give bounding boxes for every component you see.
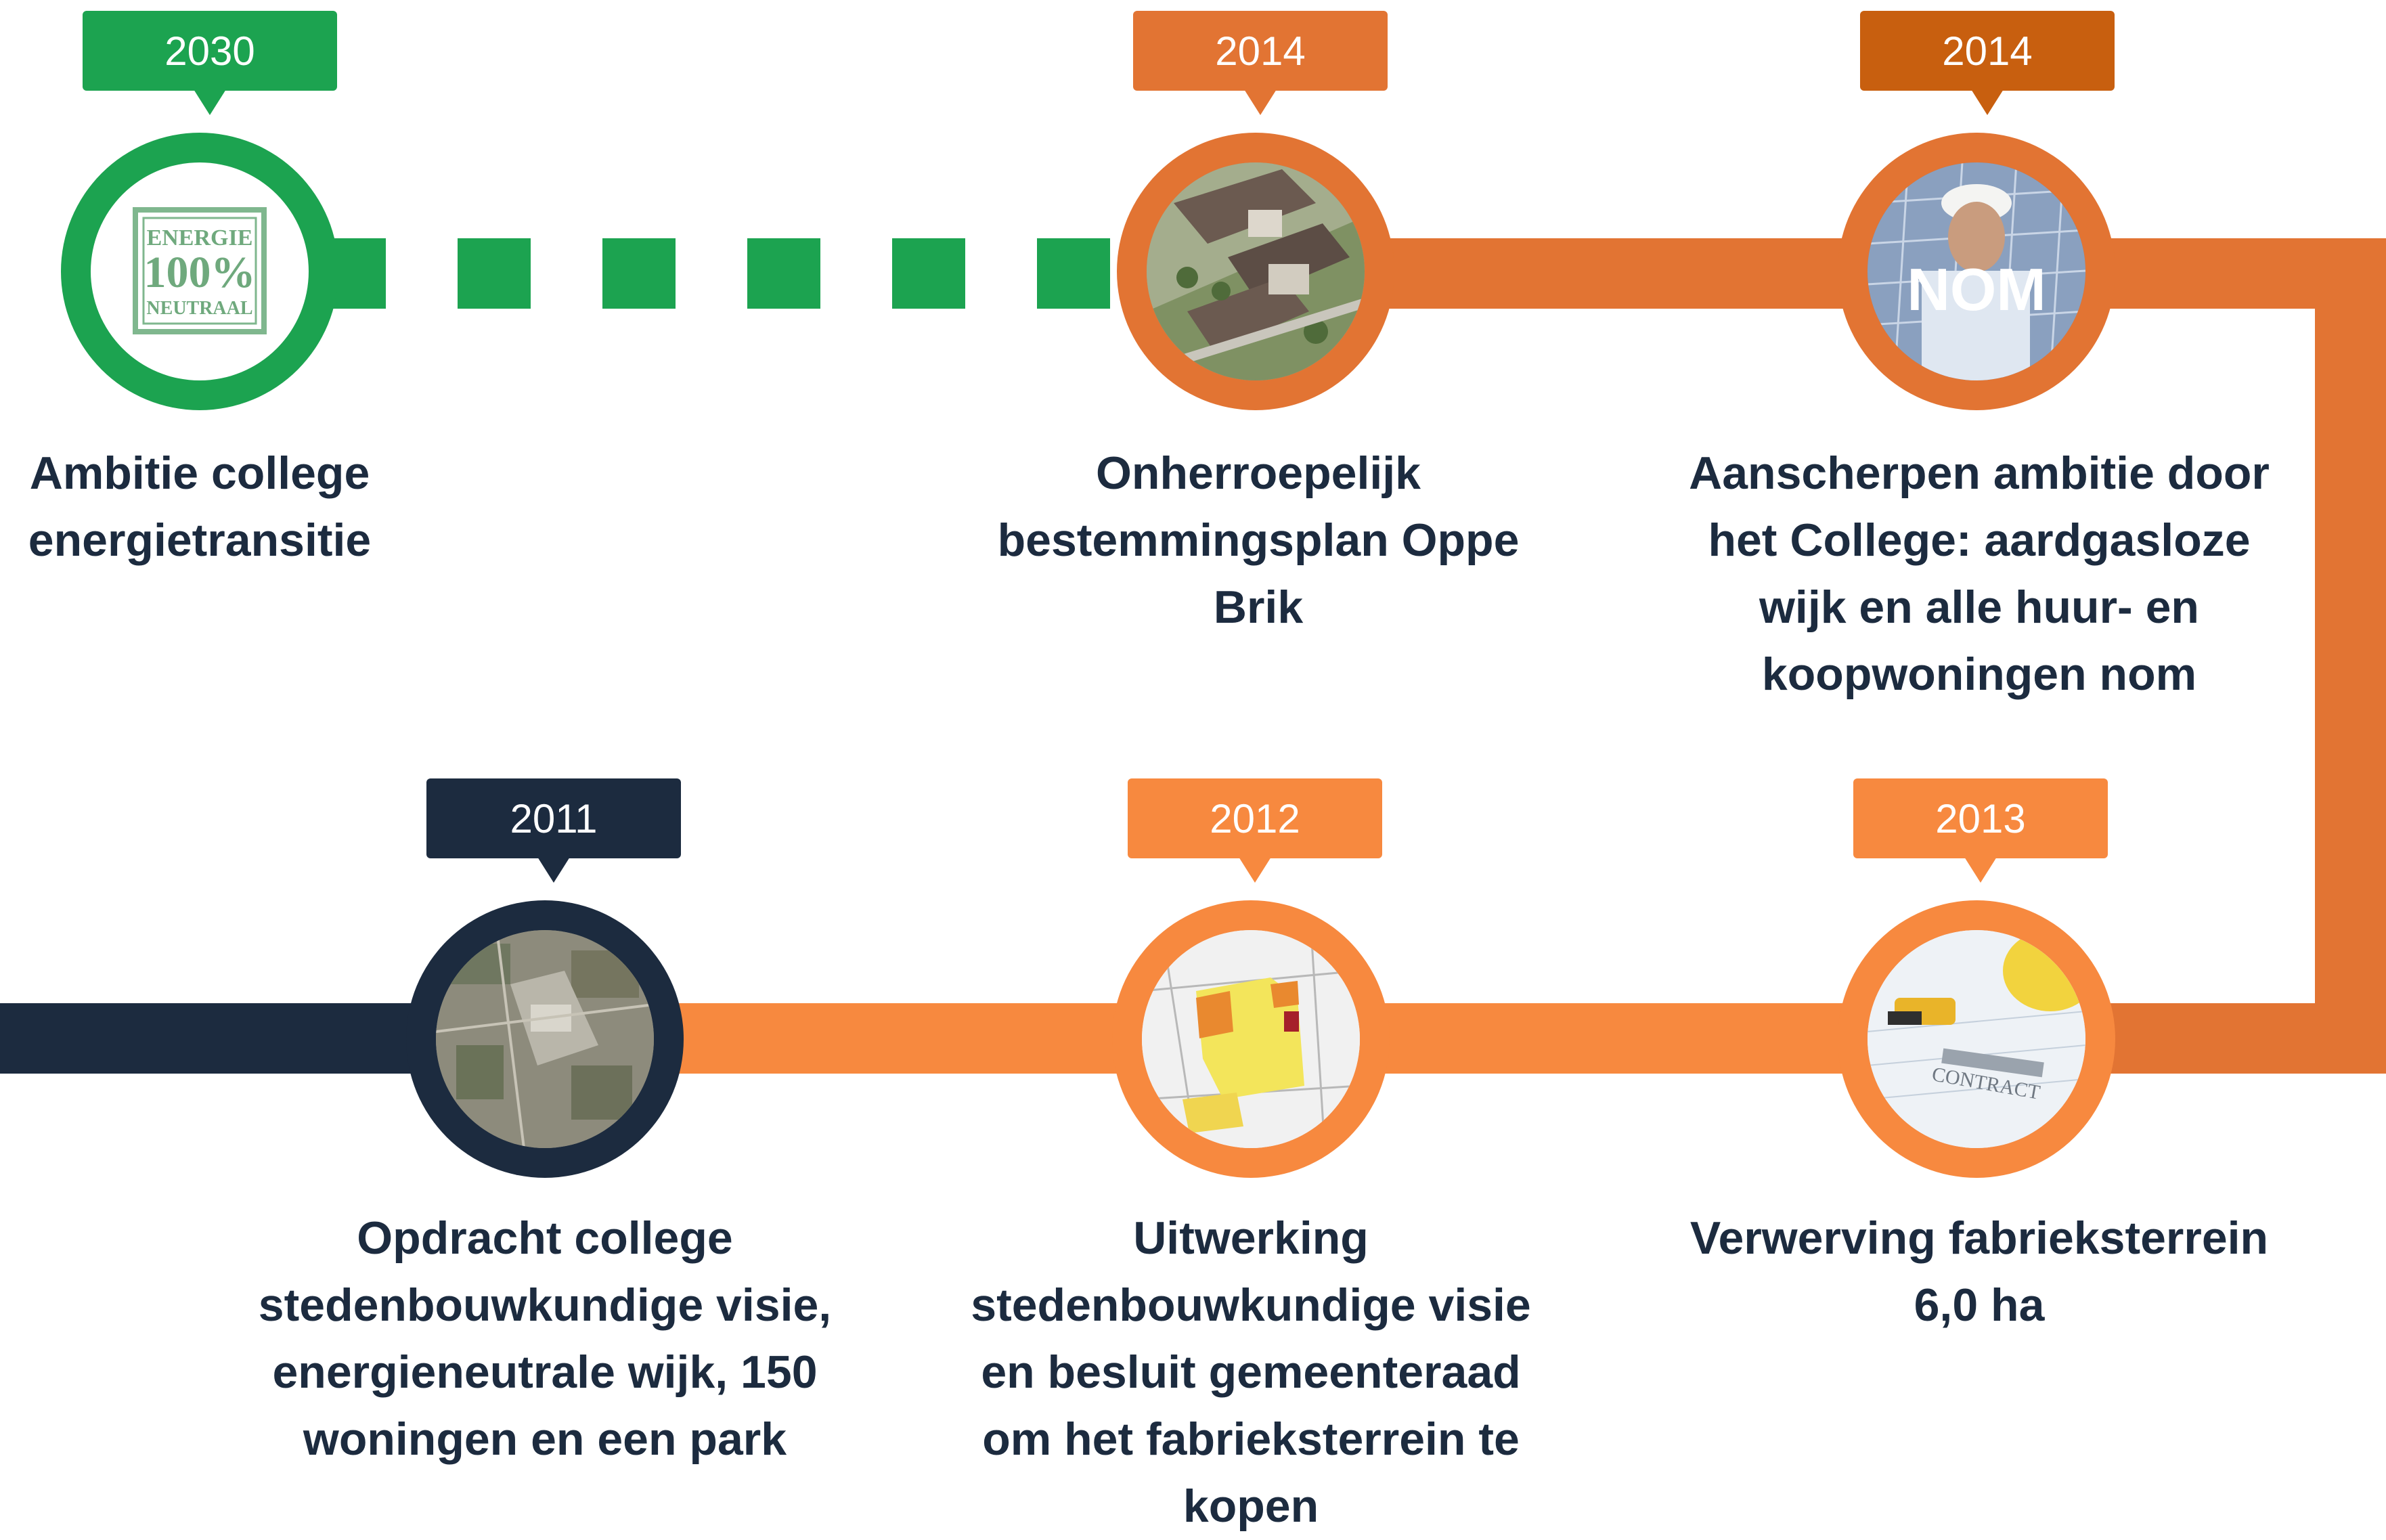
milestone-node xyxy=(1112,900,1390,1178)
contract-documents-photo: CONTRACT xyxy=(1868,930,2085,1148)
year-badge: 2011 xyxy=(426,778,681,883)
zoning-map-photo xyxy=(1142,930,1360,1148)
milestone-label: Aanscherpen ambitie door het College: aa… xyxy=(1689,447,2270,700)
timeline-dash xyxy=(747,238,820,309)
year-badge: 2012 xyxy=(1128,778,1382,883)
energie-100-neutraal-stamp-icon: ENERGIE 100% NEUTRAAL xyxy=(91,162,309,380)
milestone-label: Opdracht college stedenbouwkundige visie… xyxy=(258,1212,832,1465)
aerial-housing-render-photo xyxy=(1147,162,1365,380)
stamp-text-middle: 100% xyxy=(144,248,256,297)
stamp-text-top: ENERGIE xyxy=(147,225,253,250)
timeline-dash xyxy=(458,238,531,309)
nom-overlay-text: NOM xyxy=(1907,256,2046,323)
milestone-label: Ambitie college energietransitie xyxy=(28,447,372,566)
solar-engineer-photo: NOM xyxy=(1868,162,2085,380)
milestone-label: Verwerving fabrieksterrein 6,0 ha xyxy=(1689,1212,2269,1331)
milestone-node xyxy=(406,900,684,1178)
year-badge: 2013 xyxy=(1853,778,2108,883)
timeline-dash xyxy=(602,238,676,309)
timeline-dash xyxy=(1037,238,1110,309)
timeline-connector-navy xyxy=(0,1003,474,1074)
timeline-dash xyxy=(892,238,965,309)
milestone-node: CONTRACT xyxy=(1838,900,2115,1178)
aerial-factory-site-photo xyxy=(436,930,654,1148)
year-badge: 2030 xyxy=(83,11,337,115)
timeline-connector-orange-right xyxy=(2315,238,2386,1073)
year-badge: 2014 xyxy=(1860,11,2115,115)
stamp-text-bottom: NEUTRAAL xyxy=(146,298,252,319)
milestone-node xyxy=(1117,133,1394,410)
milestone-label: Onherroepelijk bestemmingsplan Oppe Brik xyxy=(997,447,1520,633)
year-badge: 2014 xyxy=(1133,11,1388,115)
milestone-label: Uitwerking stedenbouwkundige visie en be… xyxy=(971,1212,1531,1532)
milestone-node: NOM xyxy=(1838,133,2115,410)
milestone-node: ENERGIE 100% NEUTRAAL xyxy=(61,133,338,410)
timeline-connector-orange-top xyxy=(1245,238,2386,309)
